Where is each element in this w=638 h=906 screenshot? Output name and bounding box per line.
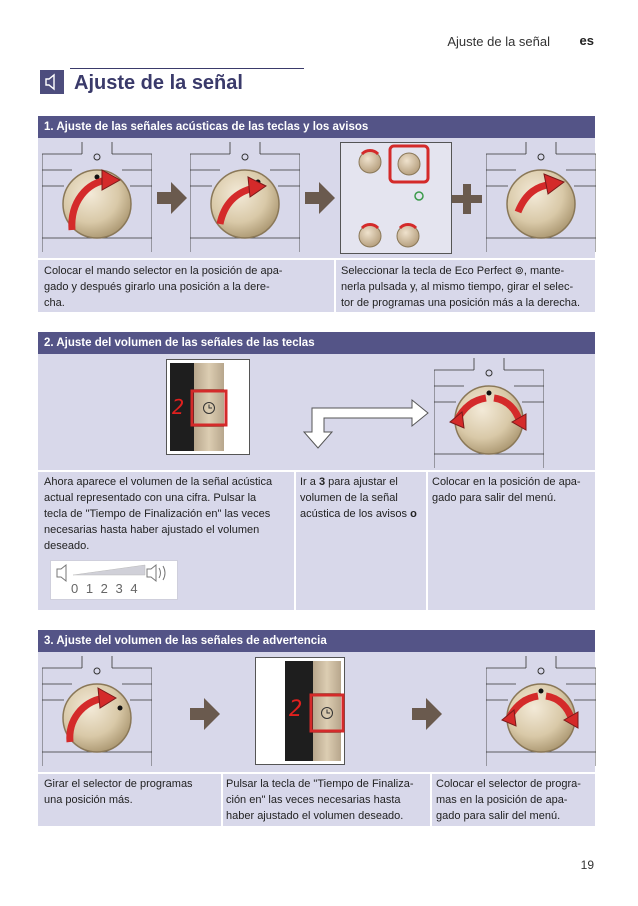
section-2-heading: 2. Ajuste del volumen de las señales de …: [38, 332, 595, 354]
display-digit: 2: [289, 697, 303, 722]
step-2a-text: Ahora aparece el volumen de la señal acú…: [44, 476, 273, 552]
page-number: 19: [580, 858, 594, 872]
step-1a-text: Colocar el mando selector en la posición…: [44, 265, 283, 309]
step-3a-text: Girar el selector de programas una posic…: [44, 778, 193, 806]
step-arrow-icon: [190, 698, 220, 730]
display-digit: 2: [172, 395, 185, 419]
program-selector-knob: [190, 142, 300, 252]
step-3b-text: Pulsar la tecla de "Tiempo de Finaliza- …: [226, 778, 414, 822]
title-rule: [70, 68, 304, 69]
running-header-title: Ajuste de la señal: [447, 34, 550, 49]
step-arrow-icon: [157, 182, 187, 214]
section-3-divider: [38, 772, 595, 774]
section-1-panel: [38, 138, 595, 312]
step-2c-text: Colocar en la posición de apa- gado para…: [432, 476, 581, 504]
flow-arrows: [302, 398, 429, 449]
program-selector-knob: [486, 142, 596, 252]
program-selector-knob: [434, 358, 544, 468]
plus-icon: [452, 184, 482, 214]
section-1-divider: [38, 258, 595, 260]
clock-icon: [203, 402, 215, 414]
volume-scale: 0 1 2 3 4: [50, 560, 178, 600]
display-panel: 2: [166, 359, 250, 455]
section-1-heading: 1. Ajuste de las señales acústicas de la…: [38, 116, 595, 138]
program-selector-knob: [42, 656, 152, 766]
step-1b-text: Seleccionar la tecla de Eco Perfect ⊚, m…: [341, 265, 581, 309]
control-buttons-panel: [340, 142, 452, 254]
step-3c-text: Colocar el selector de progra- mas en la…: [436, 778, 581, 822]
section-2-divider: [38, 470, 595, 472]
page-title: Ajuste de la señal: [74, 72, 243, 94]
volume-scale-numbers: 0 1 2 3 4: [71, 581, 140, 596]
section-3-heading: 3. Ajuste del volumen de las señales de …: [38, 630, 595, 652]
speaker-icon: [40, 70, 64, 94]
display-panel: 2: [255, 657, 345, 765]
step-arrow-icon: [305, 182, 335, 214]
clock-icon: [321, 707, 333, 719]
program-selector-knob: [42, 142, 152, 252]
language-code: es: [579, 33, 594, 48]
step-arrow-icon: [412, 698, 442, 730]
step-2b-text: Ir a 3 para ajustar el volumen de la señ…: [300, 476, 417, 520]
program-selector-knob: [486, 656, 596, 766]
